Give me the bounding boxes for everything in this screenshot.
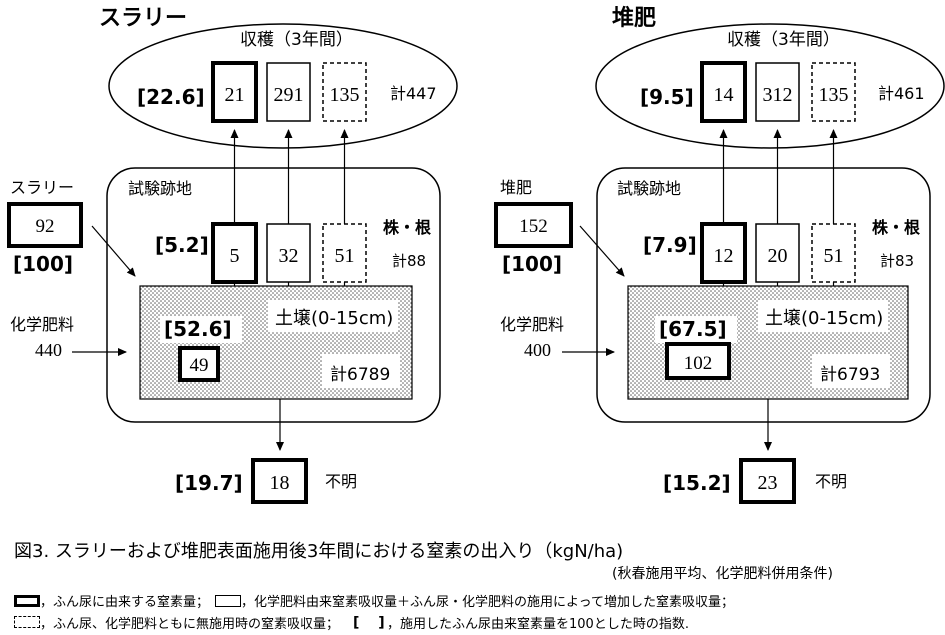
unknown-index: [19.7] (175, 471, 243, 495)
harvest-value-manure: 21 (225, 84, 245, 106)
stubble-box-unfertilized (811, 223, 856, 283)
site-box (596, 167, 931, 423)
harvest-value-fertilizer: 291 (274, 84, 304, 106)
figure-caption: 図3. スラリーおよび堆肥表面施用後3年間における窒素の出入り（kgN/ha) (14, 541, 624, 562)
unknown-index: [15.2] (663, 471, 731, 495)
harvest-value-manure: 14 (714, 84, 734, 106)
manure-label: 堆肥 (500, 178, 532, 197)
harvest-box-manure (700, 61, 747, 123)
panel-title: スラリー (99, 6, 187, 31)
manure-input-box (7, 202, 83, 248)
unknown-label: 不明 (815, 472, 847, 491)
stubble-value-unfertilized: 51 (335, 245, 355, 267)
stubble-total: 計88 (392, 252, 426, 270)
unknown-label: 不明 (325, 472, 357, 491)
legend-dashed-text: ，ふん尿、化学肥料ともに無施用時の窒素吸収量； (40, 616, 340, 632)
harvest-total: 計461 (878, 84, 925, 103)
stubble-index: [7.9] (643, 233, 697, 257)
harvest-index: [9.5] (640, 85, 694, 109)
soil-label-bg (758, 300, 888, 332)
soil-total: 計6789 (330, 365, 390, 385)
unknown-box (251, 458, 308, 504)
stubble-label: 株・根 (872, 218, 920, 237)
harvest-box-fertilizer (755, 62, 800, 122)
manure-input-box (494, 202, 573, 248)
soil-total-bg (322, 354, 400, 388)
fertilizer-label: 化学肥料 (10, 315, 74, 334)
soil-label-bg (268, 300, 398, 332)
manure-input-value: 92 (36, 216, 55, 237)
fertilizer-value: 400 (524, 340, 551, 360)
legend-line-1: ，ふん尿に由来する窒素量； ，化学肥料由来窒素吸収量＋ふん尿・化学肥料の施用によ… (14, 591, 734, 610)
legend-thick-text: ，ふん尿に由来する窒素量； (40, 595, 210, 610)
legend-thick-box (14, 594, 40, 607)
stubble-index: [5.2] (155, 233, 209, 257)
soil-total: 計6793 (820, 365, 880, 385)
legend-line-2: ，ふん尿、化学肥料ともに無施用時の窒素吸収量； [ ] ，施用したふん尿由来窒素… (14, 612, 689, 632)
legend-thin-text: ，化学肥料由来窒素吸収量＋ふん尿・化学肥料の施用によって増加した窒素吸収量； (241, 595, 734, 610)
site-box (106, 167, 441, 423)
unknown-box (739, 458, 796, 504)
harvest-total: 計447 (390, 84, 437, 103)
stubble-value-manure: 5 (230, 245, 240, 267)
legend-bracket-text: ，施用したふん尿由来窒素量を100とした時の指数. (387, 616, 689, 632)
stubble-value-fertilizer: 20 (768, 245, 788, 267)
soil-manure-value: 49 (190, 355, 209, 376)
panel-slurry: スラリー 収穫（3年間） [22.6] 21 291 135 計447 試験跡地… (7, 6, 458, 504)
manure-label: スラリー (10, 178, 74, 197)
stubble-value-unfertilized: 51 (824, 245, 844, 267)
figure-caption-sub: (秋春施用平均、化学肥料併用条件) (612, 566, 833, 582)
harvest-label: 収穫（3年間） (240, 30, 353, 50)
soil-label: 土壌(0-15cm) (765, 308, 883, 329)
manure-index: [100] (502, 252, 562, 276)
soil-label: 土壌(0-15cm) (275, 308, 393, 329)
harvest-box-unfertilized (322, 62, 367, 122)
harvest-value-unfertilized: 135 (819, 84, 849, 106)
manure-arrow (579, 225, 625, 277)
panel-compost: 堆肥 収穫（3年間） [9.5] 14 312 135 計461 試験跡地 堆肥… (494, 6, 945, 504)
harvest-value-fertilizer: 312 (763, 84, 793, 106)
harvest-ellipse (108, 23, 458, 149)
harvest-box-manure (211, 61, 258, 123)
harvest-ellipse (595, 23, 945, 149)
manure-input-value: 152 (519, 216, 548, 237)
legend-dashed-box (14, 616, 40, 628)
soil-index-bg (655, 316, 737, 343)
soil-manure-box (665, 342, 731, 380)
soil-index-bg (160, 316, 242, 343)
stubble-value-manure: 12 (714, 245, 734, 267)
harvest-index: [22.6] (137, 85, 205, 109)
unknown-value: 23 (758, 472, 778, 494)
harvest-label: 収穫（3年間） (727, 30, 840, 50)
stubble-total: 計83 (880, 252, 914, 270)
fertilizer-value: 440 (35, 340, 62, 360)
fertilizer-label: 化学肥料 (500, 315, 564, 334)
nitrogen-flow-diagram: スラリー 収穫（3年間） [22.6] 21 291 135 計447 試験跡地… (7, 6, 945, 504)
soil-index: [67.5] (659, 317, 727, 341)
unknown-value: 18 (270, 472, 290, 494)
soil-manure-box (178, 346, 220, 382)
harvest-value-unfertilized: 135 (330, 84, 360, 106)
stubble-label: 株・根 (383, 218, 431, 237)
stubble-value-fertilizer: 32 (279, 245, 299, 267)
legend-thin-box (215, 594, 242, 607)
manure-index: [100] (13, 252, 73, 276)
site-label: 試験跡地 (617, 179, 681, 198)
soil-index: [52.6] (164, 317, 232, 341)
manure-arrow (91, 225, 136, 277)
soil-manure-value: 102 (684, 353, 713, 374)
harvest-box-unfertilized (811, 62, 856, 122)
soil-total-bg (812, 354, 890, 388)
site-label: 試験跡地 (128, 179, 192, 198)
harvest-box-fertilizer (266, 62, 311, 122)
panel-title: 堆肥 (612, 6, 656, 31)
legend-bracket: [ ] (353, 615, 385, 631)
